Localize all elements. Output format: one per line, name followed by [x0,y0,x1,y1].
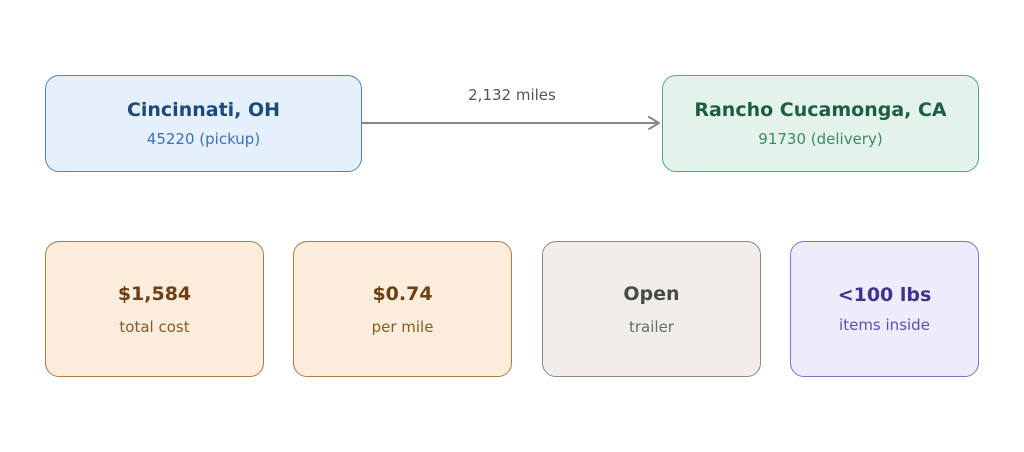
origin-detail: 45220 (pickup) [146,130,261,148]
stat-value: $1,584 [117,282,192,305]
stat-total-cost: $1,584 total cost [45,241,264,377]
stat-value: Open [623,282,680,305]
origin-city: Cincinnati, OH [126,99,281,121]
stat-per-mile: $0.74 per mile [293,241,512,377]
stat-weight: <100 lbs items inside [790,241,979,377]
stat-label: items inside [839,316,930,334]
origin-box: Cincinnati, OH 45220 (pickup) [45,75,362,172]
stat-label: total cost [119,317,190,336]
distance-label: 2,132 miles [468,86,556,104]
destination-city: Rancho Cucamonga, CA [694,99,947,121]
destination-detail: 91730 (delivery) [758,130,883,148]
stat-label: per mile [371,317,434,336]
route-arrow-icon [362,116,660,130]
stat-value: <100 lbs [837,284,932,306]
stat-value: $0.74 [372,282,433,305]
destination-box: Rancho Cucamonga, CA 91730 (delivery) [662,75,979,172]
stat-label: trailer [629,317,674,336]
stat-trailer: Open trailer [542,241,761,377]
